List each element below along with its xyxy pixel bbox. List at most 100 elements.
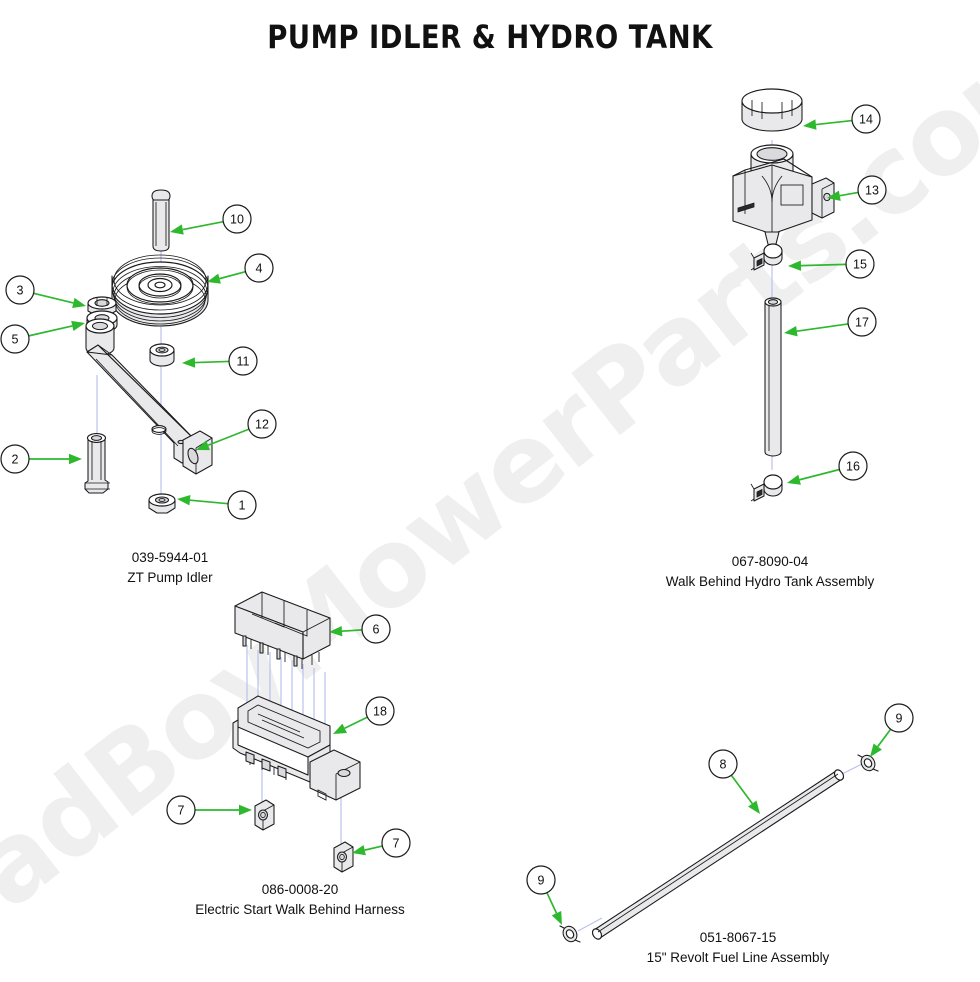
part-tank-13 <box>732 144 835 251</box>
callout-bubble[interactable] <box>381 828 411 858</box>
part-fuse-box-18 <box>232 695 361 801</box>
callout-17[interactable]: 17 <box>784 307 877 337</box>
part-bolt-10 <box>151 189 171 252</box>
leader-arrowhead <box>870 743 882 757</box>
callout-4[interactable]: 4 <box>207 253 274 284</box>
page-title: PUMP IDLER & HYDRO TANK <box>267 18 713 56</box>
leader-line <box>189 499 229 505</box>
callout-bubble[interactable] <box>247 409 277 439</box>
callout-bubble[interactable] <box>244 253 274 283</box>
callout-number: 12 <box>255 418 269 432</box>
callout-9[interactable]: 9 <box>526 865 562 925</box>
caption-harness: 086-0008-20 Electric Start Walk Behind H… <box>195 880 405 919</box>
callout-bubble[interactable] <box>227 490 257 520</box>
callout-bubble[interactable] <box>361 614 391 644</box>
callout-number: 7 <box>178 804 185 818</box>
caption-part-number: 051-8067-15 <box>699 930 777 945</box>
callout-13[interactable]: 13 <box>827 175 887 205</box>
callout-bubble[interactable] <box>5 275 35 305</box>
leader-arrowhead <box>170 224 184 235</box>
callout-bubble[interactable] <box>166 795 196 825</box>
callout-18[interactable]: 18 <box>333 696 395 734</box>
callout-1[interactable]: 1 <box>177 490 257 520</box>
callout-15[interactable]: 15 <box>788 249 875 279</box>
callout-bubble[interactable] <box>851 104 881 134</box>
callout-number: 3 <box>17 284 24 298</box>
callout-5[interactable]: 5 <box>0 320 85 354</box>
leader-arrowhead <box>69 453 82 465</box>
part-fuel-clamp-9-right <box>857 754 879 772</box>
leader-arrowhead <box>784 326 798 337</box>
part-spacer-11 <box>149 343 175 367</box>
callout-number: 18 <box>373 705 387 719</box>
leader-line <box>344 716 368 730</box>
part-clamp-15 <box>750 243 783 271</box>
callout-bubble[interactable] <box>847 307 877 337</box>
leader-line <box>796 323 849 333</box>
leader-arrowhead <box>352 845 366 856</box>
callout-bubble[interactable] <box>526 865 556 895</box>
callout-7[interactable]: 7 <box>352 828 411 858</box>
leader-arrowhead <box>803 119 817 130</box>
leader-line <box>341 629 363 633</box>
leader-line <box>877 728 892 748</box>
leader-line <box>815 119 853 126</box>
callout-bubble[interactable] <box>0 444 30 474</box>
part-grommet-7-right <box>333 841 354 873</box>
callout-7[interactable]: 7 <box>166 795 252 825</box>
part-clamp-16 <box>750 474 783 502</box>
part-pulley-4 <box>111 254 209 327</box>
leader-arrowhead <box>182 357 196 368</box>
part-relay-block-6 <box>234 591 331 669</box>
callout-2[interactable]: 2 <box>0 444 82 474</box>
callout-3[interactable]: 3 <box>5 275 86 308</box>
callout-number: 17 <box>855 316 869 330</box>
callout-number: 2 <box>12 453 19 467</box>
callout-bubble[interactable] <box>884 703 914 733</box>
caption-description: ZT Pump Idler <box>127 569 213 585</box>
callout-16[interactable]: 16 <box>787 451 868 485</box>
callout-8[interactable]: 8 <box>708 749 760 814</box>
callout-number: 6 <box>373 623 380 637</box>
callout-12[interactable]: 12 <box>196 409 277 451</box>
callout-number: 4 <box>256 262 263 276</box>
callout-bubble[interactable] <box>845 249 875 279</box>
assembly-walk-behind-hydro-tank <box>732 88 835 502</box>
callout-number: 8 <box>720 758 727 772</box>
callout-bubble[interactable] <box>0 324 30 354</box>
leader-arrowhead <box>72 297 86 308</box>
callout-number: 16 <box>846 460 860 474</box>
leader-line <box>839 191 859 197</box>
assembly-revolt-fuel-line <box>559 754 879 943</box>
leader-line <box>364 845 383 851</box>
callout-bubble[interactable] <box>838 451 868 481</box>
leader-line <box>219 270 246 280</box>
callout-14[interactable]: 14 <box>803 104 881 134</box>
leader-line <box>207 428 250 447</box>
caption-hydro-tank: 067-8090-04 Walk Behind Hydro Tank Assem… <box>666 552 875 591</box>
leader-arrowhead <box>329 625 343 637</box>
callout-bubble[interactable] <box>222 204 252 234</box>
callout-9[interactable]: 9 <box>870 703 914 757</box>
callout-number: 9 <box>538 874 545 888</box>
callout-layer: 10 4 3 5 11 12 2 1 14 13 15 17 16 6 18 7 7 8 9 9 <box>0 104 914 925</box>
callout-bubble[interactable] <box>365 696 395 726</box>
leader-arrowhead <box>551 911 562 925</box>
callout-bubble[interactable] <box>857 175 887 205</box>
leader-arrowhead <box>207 273 221 284</box>
callout-10[interactable]: 10 <box>170 204 252 235</box>
callout-number: 15 <box>853 258 867 272</box>
callout-number: 11 <box>237 355 250 369</box>
part-nut-1 <box>148 493 176 514</box>
part-cap-14 <box>741 88 803 132</box>
callout-bubble[interactable] <box>228 346 258 376</box>
leader-line <box>33 292 74 304</box>
leader-arrowhead <box>239 804 252 816</box>
callout-number: 14 <box>859 113 873 127</box>
callout-bubble[interactable] <box>708 749 738 779</box>
part-fuel-hose-8 <box>591 769 845 940</box>
callout-11[interactable]: 11 <box>182 346 258 376</box>
callout-6[interactable]: 6 <box>329 614 391 644</box>
